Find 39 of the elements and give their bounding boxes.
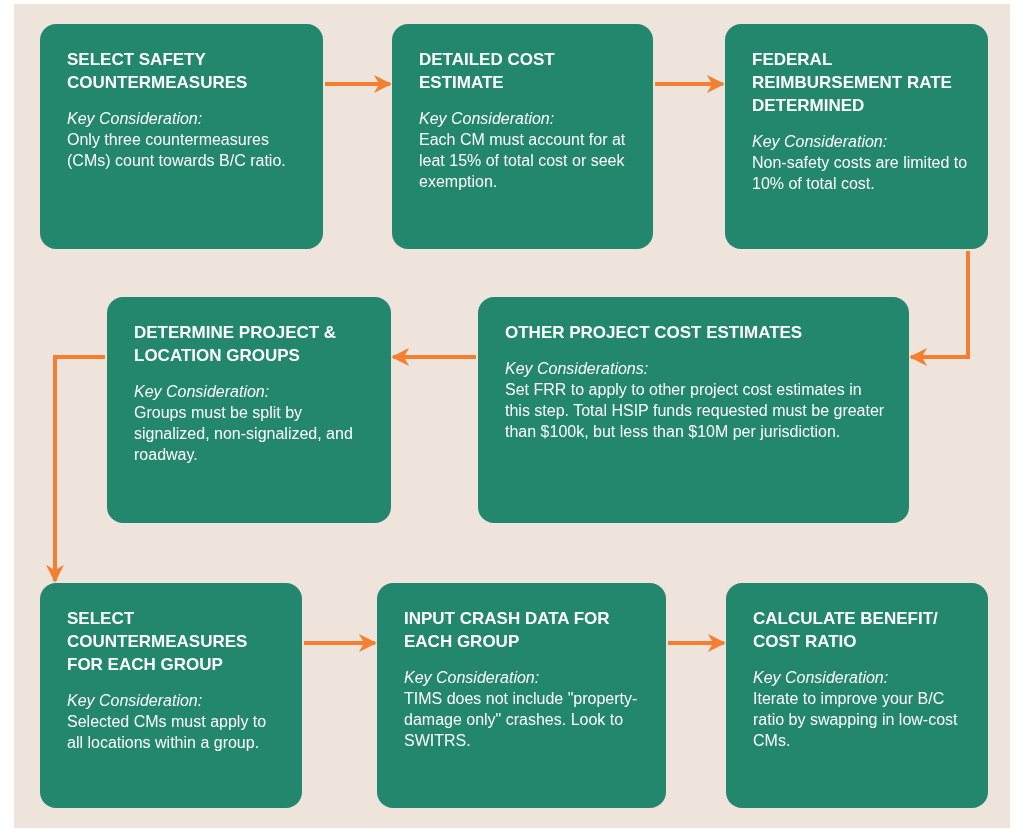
arrow xyxy=(391,348,476,366)
process-box xyxy=(377,583,666,808)
step-heading: FEDERAL REIMBURSEMENT RATE DETERMINED xyxy=(752,49,953,117)
arrow xyxy=(655,75,725,93)
arrow xyxy=(325,75,392,93)
process-box xyxy=(726,583,988,808)
consideration-text: Each CM must account for at leat 15% of total cost or seek exemption. xyxy=(419,130,627,192)
consideration-label: Key Consideration: xyxy=(134,382,271,402)
step-heading: DETERMINE PROJECT & LOCATION GROUPS xyxy=(134,322,338,367)
consideration-text: Non-safety costs are limited to 10% of total cost. xyxy=(752,153,968,194)
consideration-text: Selected CMs must apply to all locations within a group. xyxy=(67,712,268,753)
arrow xyxy=(909,251,970,366)
consideration-label: Key Considerations: xyxy=(505,359,650,379)
arrow xyxy=(46,355,105,583)
process-box xyxy=(478,297,909,523)
consideration-label: Key Consideration: xyxy=(753,668,890,688)
step-heading: DETAILED COST ESTIMATE xyxy=(419,49,556,94)
consideration-label: Key Consideration: xyxy=(752,132,889,152)
consideration-text: Only three countermeasures (CMs) count towards B/C ratio. xyxy=(67,130,287,171)
step-heading: INPUT CRASH DATA FOR EACH GROUP xyxy=(404,608,611,653)
step-heading: SELECT SAFETY COUNTERMEASURES xyxy=(67,49,249,94)
consideration-label: Key Consideration: xyxy=(404,668,541,688)
consideration-label: Key Consideration: xyxy=(67,691,204,711)
process-box xyxy=(40,24,323,249)
consideration-text: Set FRR to apply to other project cost estimates in this step. Total HSIP funds requested must be greater than $100k, but less than $10M per jurisdiction. xyxy=(505,380,886,442)
consideration-label: Key Consideration: xyxy=(419,109,556,129)
step-heading: SELECT COUNTERMEASURES FOR EACH GROUP xyxy=(67,608,249,676)
step-heading: CALCULATE BENEFIT/ COST RATIO xyxy=(753,608,939,653)
consideration-text: Groups must be split by signalized, non-signalized, and roadway. xyxy=(134,403,354,465)
process-box xyxy=(725,24,988,249)
arrow xyxy=(304,634,377,652)
consideration-text: Iterate to improve your B/C ratio by swapping in low-cost CMs. xyxy=(753,689,959,751)
process-box xyxy=(40,583,302,808)
step-heading: OTHER PROJECT COST ESTIMATES xyxy=(505,322,804,344)
consideration-label: Key Consideration: xyxy=(67,109,204,129)
arrow xyxy=(668,634,726,652)
process-box xyxy=(107,297,391,523)
consideration-text: TIMS does not include "property-damage only" crashes. Look to SWITRS. xyxy=(404,689,639,751)
process-box xyxy=(392,24,653,249)
